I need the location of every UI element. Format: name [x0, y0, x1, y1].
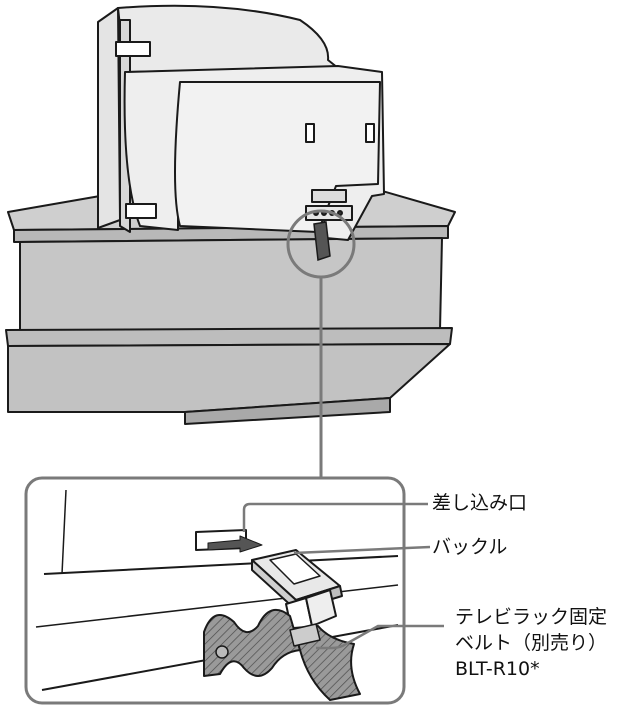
slot-leader: [242, 502, 428, 532]
belt-leader: [316, 624, 444, 650]
buckle-label: バックル: [432, 536, 508, 558]
slot-label: 差し込み口: [432, 492, 528, 514]
belt-label-line2: ベルト（別売り）: [455, 632, 608, 654]
tv-set: [97, 4, 385, 241]
callout-leaders: [242, 502, 444, 650]
belt-label-line1: テレビラック固定: [455, 606, 608, 628]
belt-tab-small: [313, 221, 331, 262]
buckle-leader: [293, 545, 431, 555]
belt-label-line3: BLT-R10*: [455, 658, 540, 680]
belt-label: テレビラック固定 ベルト（別売り） BLT-R10*: [455, 604, 607, 682]
